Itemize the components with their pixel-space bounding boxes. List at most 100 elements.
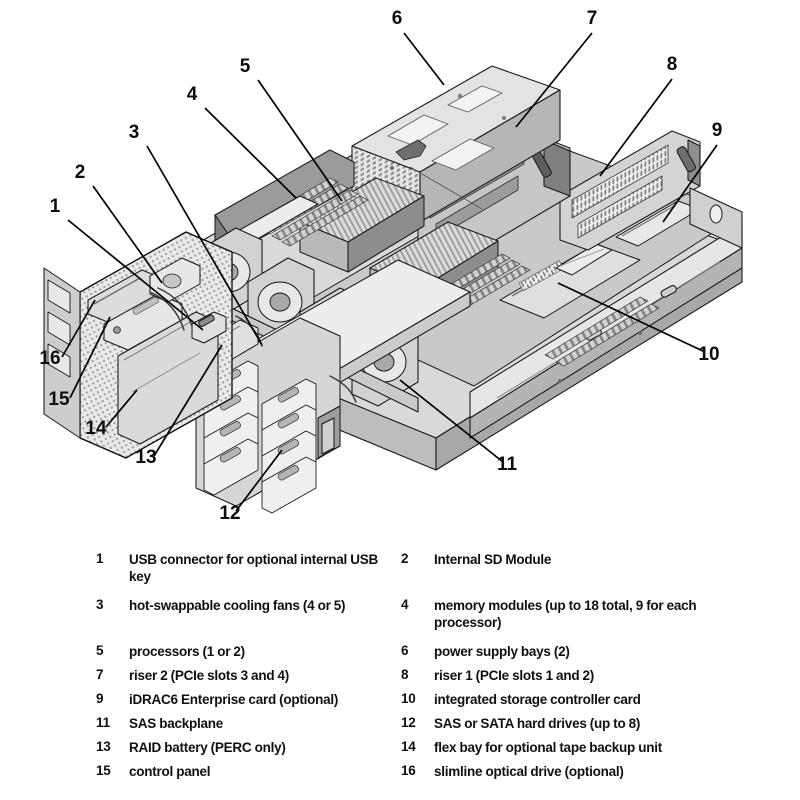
legend-item-number: 3 (96, 597, 104, 612)
callout-number: 13 (135, 447, 156, 468)
psu-latch (395, 139, 427, 161)
legend-item-label: power supply bays (2) (434, 644, 570, 659)
callout-number: 8 (667, 54, 678, 75)
callout-number: 16 (39, 348, 60, 369)
callout-leader-line (146, 145, 263, 346)
callout-leader-line (105, 389, 138, 428)
callout-leader-line (204, 107, 297, 199)
callout-leader-line (92, 185, 163, 284)
callout-leader-line (662, 144, 718, 223)
callout-3: 3 (129, 122, 263, 346)
legend-item-label: processors (1 or 2) (129, 644, 245, 659)
legend-item-label: integrated storage controller card (434, 692, 641, 707)
legend-item-label: memory modules (up to 18 total, 9 for ea… (434, 598, 697, 630)
legend-item-number: 13 (96, 739, 111, 754)
legend-item-label: hot-swappable cooling fans (4 or 5) (129, 598, 346, 613)
callout-9: 9 (662, 120, 723, 223)
figure-legend: 1 USB connector for optional internal USB… (0, 543, 800, 800)
legend-item-number: 15 (96, 763, 111, 778)
callout-number: 9 (712, 120, 723, 141)
callout-4: 4 (187, 84, 297, 199)
legend-item-label: control panel (129, 764, 211, 779)
callout-leader-line (61, 299, 96, 358)
legend-item-label: riser 1 (PCIe slots 1 and 2) (434, 668, 595, 683)
legend-item-number: 12 (401, 715, 416, 730)
legend-item-8: 8 riser 1 (PCIe slots 1 and 2) (401, 667, 731, 684)
callout-6: 6 (392, 8, 445, 86)
legend-item-number: 11 (96, 715, 110, 730)
legend-item-label: Internal SD Module (434, 552, 552, 567)
legend-item-label: flex bay for optional tape backup unit (434, 740, 662, 755)
callout-number: 2 (75, 162, 86, 183)
power-button-icon (113, 326, 121, 334)
flex-bay (117, 311, 219, 445)
legend-item-12: 12 SAS or SATA hard drives (up to 8) (401, 715, 731, 732)
callout-leader-line (235, 449, 283, 512)
legend-item-5: 5 processors (1 or 2) (96, 643, 396, 660)
legend-item-label: slimline optical drive (optional) (434, 764, 624, 779)
legend-item-number: 1 (96, 551, 104, 566)
legend-item-15: 15 control panel (96, 763, 396, 780)
legend-item-number: 8 (401, 667, 409, 682)
callout-leader-line (67, 219, 204, 331)
legend-item-label: riser 2 (PCIe slots 3 and 4) (129, 668, 290, 683)
callout-16: 16 (39, 299, 96, 369)
callout-11: 11 (399, 379, 518, 475)
callout-13: 13 (135, 344, 223, 468)
callout-12: 12 (219, 449, 283, 524)
callout-number: 4 (187, 84, 198, 105)
callout-7: 7 (515, 8, 598, 128)
callout-number: 3 (129, 122, 140, 143)
legend-item-16: 16 slimline optical drive (optional) (401, 763, 731, 780)
callout-number: 10 (698, 344, 719, 365)
control-panel (103, 293, 183, 351)
legend-item-number: 9 (96, 691, 104, 706)
legend-item-3: 3 hot-swappable cooling fans (4 or 5) (96, 597, 396, 614)
legend-item-number: 5 (96, 643, 104, 658)
callout-8: 8 (599, 54, 678, 177)
callout-5: 5 (240, 56, 343, 202)
callout-number: 15 (48, 389, 70, 410)
legend-item-number: 6 (401, 643, 409, 658)
callout-leader-line (599, 78, 673, 177)
legend-item-6: 6 power supply bays (2) (401, 643, 731, 660)
legend-item-label: SAS or SATA hard drives (up to 8) (434, 716, 641, 731)
callout-number: 7 (587, 8, 598, 29)
callout-leader-line (557, 282, 706, 353)
legend-item-number: 2 (401, 551, 409, 566)
callout-1: 1 (50, 196, 204, 331)
legend-item-label: USB connector for optional internal USB … (129, 552, 379, 584)
legend-item-7: 7 riser 2 (PCIe slots 3 and 4) (96, 667, 396, 684)
callout-leader-line (515, 32, 593, 128)
legend-item-number: 16 (401, 763, 416, 778)
callout-number: 11 (497, 454, 518, 475)
legend-item-number: 14 (401, 739, 416, 754)
legend-item-label: iDRAC6 Enterprise card (optional) (129, 692, 339, 707)
callout-leader-line (69, 316, 111, 399)
legend-item-1: 1 USB connector for optional internal USB… (96, 551, 396, 585)
legend-item-number: 7 (96, 667, 104, 682)
rear-chassis-wall (689, 187, 743, 249)
legend-item-2: 2 Internal SD Module (401, 551, 731, 568)
callout-leader-line (399, 379, 504, 463)
legend-item-14: 14 flex bay for optional tape backup unit (401, 739, 731, 756)
callout-number: 12 (219, 503, 240, 524)
legend-item-label: SAS backplane (129, 716, 223, 731)
callout-10: 10 (557, 282, 720, 365)
callout-number: 6 (392, 8, 403, 29)
callout-leader-line (153, 344, 223, 457)
callout-15: 15 (48, 316, 111, 410)
usb-connector (191, 311, 227, 344)
callout-number: 14 (85, 418, 107, 439)
callout-2: 2 (75, 162, 163, 284)
legend-item-9: 9 iDRAC6 Enterprise card (optional) (96, 691, 396, 708)
callout-14: 14 (85, 389, 138, 439)
callout-number: 1 (50, 196, 61, 217)
callout-leader-line (403, 32, 445, 86)
